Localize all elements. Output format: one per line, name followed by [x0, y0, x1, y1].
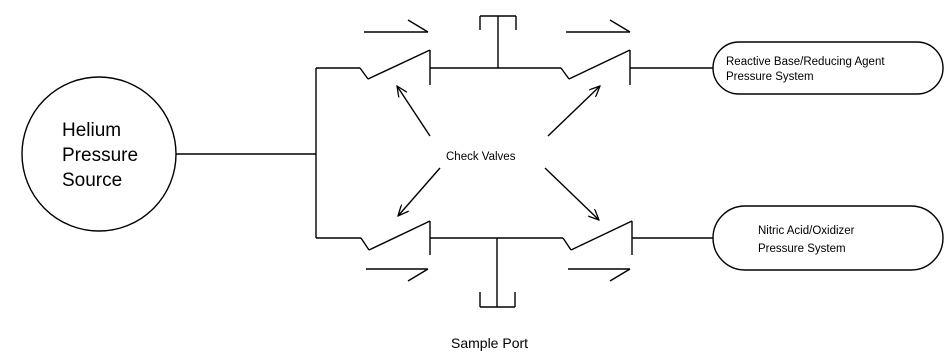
top-branch	[316, 15, 713, 85]
top-system-label-line2: Pressure System	[726, 71, 814, 83]
bottom-pressure-system-node: Nitric Acid/Oxidizer Pressure System	[712, 205, 944, 271]
check-valve-bottom-right	[562, 220, 633, 255]
sample-tee-top	[479, 15, 517, 68]
source-label-line2: Pressure	[62, 145, 138, 166]
flow-arrow-top-right	[566, 19, 631, 33]
bottom-system-label-line2: Pressure System	[758, 243, 846, 255]
flow-arrow-bottom-left	[366, 268, 429, 282]
callout-arrow-top-left	[397, 86, 431, 137]
flow-arrow-top-left	[364, 19, 429, 33]
helium-source-node: Helium Pressure Source	[21, 76, 177, 232]
callout-arrow-bottom-right	[544, 167, 599, 220]
check-valves-label: Check Valves	[446, 151, 516, 163]
callout-arrow-bottom-left	[398, 167, 441, 216]
bottom-system-label-line1: Nitric Acid/Oxidizer	[758, 225, 855, 237]
sample-port-label: Sample Port	[451, 335, 528, 351]
check-valve-top-left	[359, 49, 431, 85]
sample-tee-bottom	[479, 238, 516, 308]
top-pressure-system-node: Reactive Base/Reducing Agent Pressure Sy…	[712, 41, 944, 95]
check-valve-bottom-left	[360, 220, 431, 255]
source-label-line1: Helium	[62, 120, 121, 141]
flow-arrow-bottom-right	[568, 268, 631, 282]
callout-arrow-top-right	[547, 86, 600, 137]
source-label-line3: Source	[62, 170, 122, 191]
check-valve-top-right	[560, 49, 631, 85]
top-system-label-line1: Reactive Base/Reducing Agent	[726, 56, 885, 68]
bottom-branch	[316, 220, 713, 308]
